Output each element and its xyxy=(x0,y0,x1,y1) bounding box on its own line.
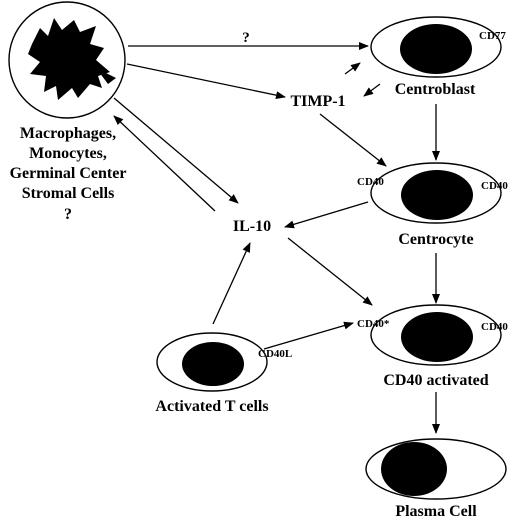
arrow-il10-to-macrophage xyxy=(113,115,216,212)
plasma-cell-label: Plasma Cell xyxy=(395,503,477,520)
arrow-macrophage-to-il10 xyxy=(113,97,239,204)
activated-t-marker: CD40L xyxy=(258,348,292,360)
arrows xyxy=(113,42,440,434)
arrow-centroblast-to-timp1 xyxy=(363,83,381,97)
il10-label: IL-10 xyxy=(233,218,271,235)
centrocyte-nucleus xyxy=(401,170,473,220)
arrow-macrophage-to-timp1 xyxy=(126,63,286,100)
macrophage-projection xyxy=(96,68,116,84)
activated-t-label: Activated T cells xyxy=(155,398,268,415)
centrocyte-label: Centrocyte xyxy=(398,231,473,248)
cd40-activated-marker-left: CD40* xyxy=(357,318,390,330)
arrow-timp1-to-centroblast xyxy=(344,62,361,75)
arrow-il10-to-cd40-activated xyxy=(287,237,373,306)
macrophage-label-line-4: Stromal Cells xyxy=(22,185,115,202)
timp1-label: TIMP-1 xyxy=(290,93,345,110)
arrow-t-cell-to-cd40-activated xyxy=(263,321,354,350)
centrocyte-cell xyxy=(370,162,502,224)
macrophage-label-line-1: Macrophages, xyxy=(20,125,116,142)
cd40-activated-marker-right: CD40 xyxy=(481,321,508,333)
activated-t-cell xyxy=(156,332,268,392)
activated-t-nucleus xyxy=(182,342,244,386)
centroblast-cell xyxy=(370,16,502,78)
macrophage-cell xyxy=(8,1,126,119)
macrophage-irregular-shape xyxy=(28,18,110,100)
centroblast-marker: CD77 xyxy=(479,30,506,42)
cd40-activated-label: CD40 activated xyxy=(383,372,488,389)
centrocyte-marker-right: CD40 xyxy=(481,180,508,192)
macrophage-label: Macrophages, Monocytes, Germinal Center … xyxy=(10,125,127,223)
centroblast-nucleus xyxy=(400,24,472,74)
macrophage-label-line-3: Germinal Center xyxy=(10,165,127,182)
plasma-cell-nucleus xyxy=(381,442,447,496)
arrow-centrocyte-to-il10 xyxy=(284,201,369,229)
cd40-activated-cell xyxy=(370,304,502,366)
macrophage-centroblast-question: ? xyxy=(242,30,250,46)
macrophage-label-line-2: Monocytes, xyxy=(29,145,107,162)
plasma-cell xyxy=(365,438,507,500)
macrophage-label-line-5: ? xyxy=(64,206,72,223)
arrow-t-cell-to-il10 xyxy=(212,242,251,325)
centrocyte-marker-left: CD40 xyxy=(357,176,384,188)
cd40-activated-nucleus xyxy=(401,312,473,362)
arrow-timp1-to-centrocyte xyxy=(319,113,387,167)
centroblast-label: Centroblast xyxy=(395,81,476,98)
